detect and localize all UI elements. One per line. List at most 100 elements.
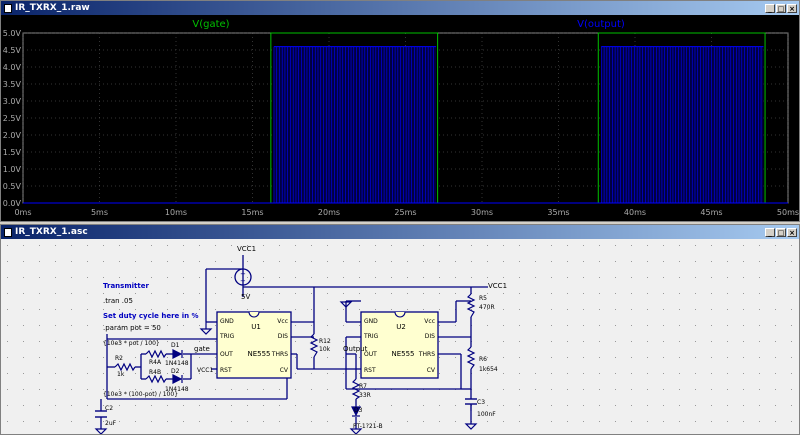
grid-dot: [119, 325, 120, 326]
r4a-expression[interactable]: {10e3 * pot / 100}: [103, 340, 160, 347]
net-label-vcc1[interactable]: VCC1: [488, 282, 507, 290]
y-tick-label: 4.0V: [3, 63, 22, 72]
resistor-symbols[interactable]: [114, 293, 476, 400]
grid-dot: [359, 309, 360, 310]
net-label-output[interactable]: Output: [343, 345, 368, 353]
maximize-button[interactable]: □: [776, 3, 786, 13]
grid-dot: [167, 245, 168, 246]
grid-dot: [23, 341, 24, 342]
grid-dot: [7, 277, 8, 278]
grid-dot: [263, 277, 264, 278]
grid-dot: [647, 389, 648, 390]
duty-cycle-comment[interactable]: Set duty cycle here in %: [103, 312, 199, 320]
tran-directive[interactable]: .tran .05: [103, 297, 133, 305]
x-tick-label: 25ms: [394, 208, 416, 217]
grid-dot: [679, 261, 680, 262]
grid-dot: [775, 261, 776, 262]
trace-label-gate[interactable]: V(gate): [192, 19, 229, 30]
grid-dot: [7, 293, 8, 294]
grid-dot: [343, 341, 344, 342]
minimize-button[interactable]: _: [765, 227, 775, 237]
grid-dot: [343, 421, 344, 422]
grid-dot: [503, 421, 504, 422]
grid-dot: [759, 405, 760, 406]
grid-dot: [679, 325, 680, 326]
grid-dot: [215, 261, 216, 262]
y-tick-label: 3.0V: [3, 97, 22, 106]
grid-dot: [583, 373, 584, 374]
grid-dot: [135, 309, 136, 310]
grid-dot: [423, 261, 424, 262]
transmitter-comment[interactable]: Transmitter: [103, 282, 149, 290]
grid-dot: [631, 293, 632, 294]
grid-dot: [295, 245, 296, 246]
grid-dot: [135, 325, 136, 326]
grid-dot: [711, 341, 712, 342]
grid-dot: [295, 373, 296, 374]
grid-dot: [167, 357, 168, 358]
d2-value: 1N4148: [165, 386, 189, 393]
grid-dot: [343, 277, 344, 278]
grid-dot: [679, 245, 680, 246]
grid-dot: [519, 245, 520, 246]
grid-dot: [71, 357, 72, 358]
grid-dot: [647, 325, 648, 326]
waveform-titlebar[interactable]: IR_TXRX_1.raw _ □ ×: [1, 1, 799, 15]
grid-dot: [55, 261, 56, 262]
grid-dot: [311, 293, 312, 294]
grid-dot: [343, 389, 344, 390]
grid-dot: [135, 421, 136, 422]
grid-dot: [231, 277, 232, 278]
grid-dot: [695, 309, 696, 310]
schematic-window[interactable]: IR_TXRX_1.asc _ □ ×: [0, 224, 800, 435]
y-tick-label: 1.0V: [3, 165, 22, 174]
grid-dot: [199, 325, 200, 326]
grid-dot: [695, 389, 696, 390]
grid-dot: [519, 373, 520, 374]
grid-dot: [55, 341, 56, 342]
grid-dot: [39, 357, 40, 358]
net-label-rst-vcc1[interactable]: VCC1: [197, 367, 213, 374]
diode-symbols[interactable]: [172, 349, 361, 417]
grid-dot: [263, 421, 264, 422]
waveform-plot[interactable]: V(gate) V(output) 5.0V4.5V4.0V3.5V3.0V2.…: [1, 15, 799, 221]
grid-dot: [679, 341, 680, 342]
vcc-source[interactable]: + − VCC1 5V: [234, 245, 256, 301]
grid-dot: [695, 277, 696, 278]
grid-dot: [503, 389, 504, 390]
grid-dot: [775, 245, 776, 246]
grid-dot: [711, 293, 712, 294]
schematic-canvas[interactable]: U1 NE555 GND TRIG OUT RST Vcc DIS THRS C…: [1, 239, 799, 434]
grid-dot: [695, 341, 696, 342]
output-trace: [23, 46, 788, 204]
close-button[interactable]: ×: [787, 3, 797, 13]
waveform-window[interactable]: IR_TXRX_1.raw _ □ × V(gate) V(output) 5.…: [0, 0, 800, 222]
grid-dot: [791, 293, 792, 294]
maximize-button[interactable]: □: [776, 227, 786, 237]
grid-dot: [663, 245, 664, 246]
grid-dot: [407, 421, 408, 422]
param-directive[interactable]: .param pot = 50: [103, 324, 161, 332]
grid-dot: [295, 421, 296, 422]
grid-dot: [135, 293, 136, 294]
grid-dot: [423, 405, 424, 406]
r4b-expression[interactable]: {10e3 * (100-pot) / 100}: [103, 391, 178, 398]
close-button[interactable]: ×: [787, 227, 797, 237]
ground-icon: [339, 301, 353, 308]
grid-dot: [647, 341, 648, 342]
grid-dot: [791, 341, 792, 342]
grid-dot: [103, 357, 104, 358]
trace-label-output[interactable]: V(output): [577, 19, 625, 30]
grid-dot: [455, 245, 456, 246]
grid-dot: [423, 421, 424, 422]
capacitor-symbols[interactable]: [95, 398, 477, 418]
grid-dot: [231, 389, 232, 390]
grid-dot: [39, 405, 40, 406]
u1-chip[interactable]: U1 NE555 GND TRIG OUT RST Vcc DIS THRS C…: [216, 311, 292, 379]
grid-dot: [87, 341, 88, 342]
net-label-gate[interactable]: gate: [194, 345, 210, 353]
u2-chip[interactable]: U2 NE555 GND TRIG OUT RST Vcc DIS THRS C…: [360, 311, 439, 379]
minimize-button[interactable]: _: [765, 3, 775, 13]
schematic-titlebar[interactable]: IR_TXRX_1.asc _ □ ×: [1, 225, 799, 239]
grid-dot: [503, 277, 504, 278]
